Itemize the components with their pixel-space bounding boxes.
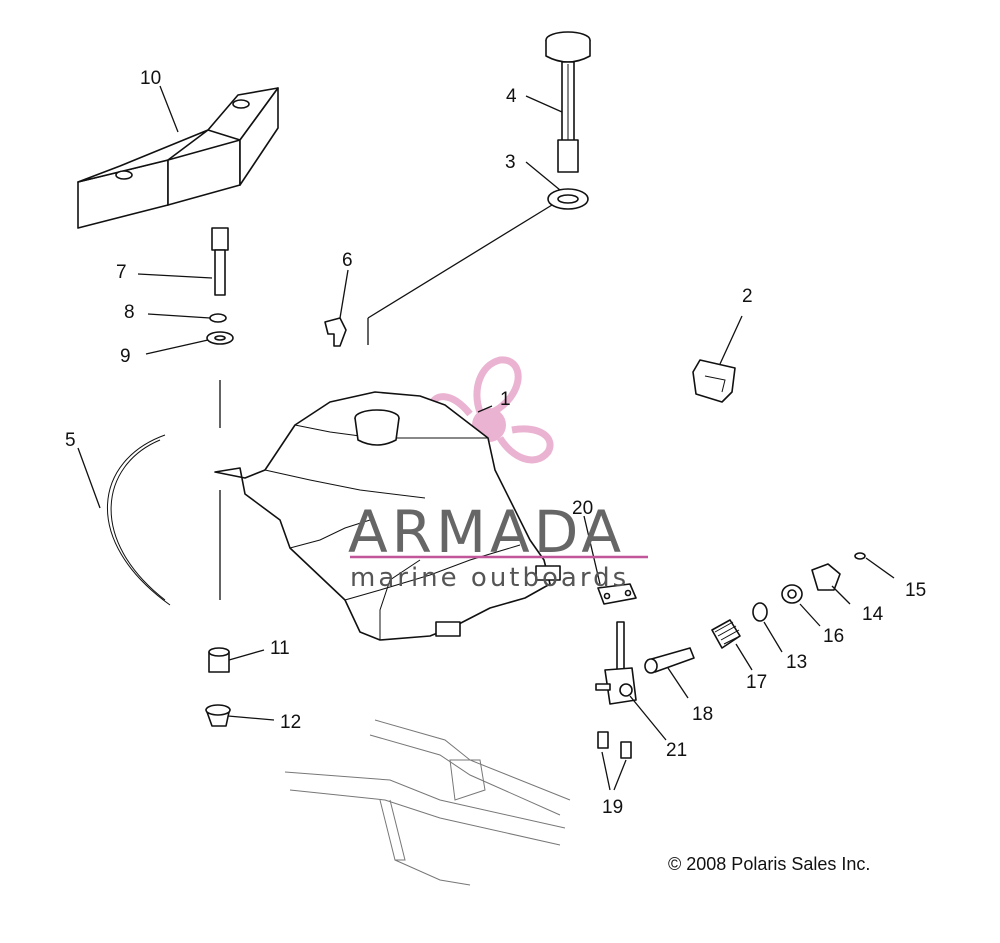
callout-12: 12 <box>280 712 301 733</box>
callout-7: 7 <box>116 262 127 283</box>
leader-lines <box>77 85 895 791</box>
callout-6: 6 <box>342 250 353 271</box>
copyright-notice: © 2008 Polaris Sales Inc. <box>668 854 870 874</box>
callout-18: 18 <box>692 704 713 725</box>
bushing-part <box>208 647 230 673</box>
watermark-brand: ARMADA <box>348 498 625 566</box>
callout-8: 8 <box>124 302 135 323</box>
callout-15: 15 <box>905 580 926 601</box>
mounting-screws-part <box>597 731 632 759</box>
callout-5: 5 <box>65 430 76 451</box>
bracket-block-part <box>77 87 279 229</box>
callout-3: 3 <box>505 152 516 173</box>
callout-14: 14 <box>862 604 884 625</box>
spring-part <box>711 619 741 649</box>
fuel-tank-part <box>214 391 561 641</box>
filler-cap-part <box>545 31 591 173</box>
callout-17: 17 <box>746 672 767 693</box>
callout-20: 20 <box>572 498 593 519</box>
o-ring-part <box>752 602 768 622</box>
bolt-part <box>211 227 229 296</box>
callout-13: 13 <box>786 652 807 673</box>
callout-10: 10 <box>140 68 161 89</box>
callout-9: 9 <box>120 346 131 367</box>
knob-part <box>811 563 841 591</box>
washer-part <box>206 313 234 345</box>
screw-part <box>854 552 866 560</box>
callout-4: 4 <box>506 86 517 107</box>
callout-16: 16 <box>823 626 844 647</box>
callout-11: 11 <box>270 638 290 659</box>
valve-lever-part <box>644 647 695 674</box>
callout-19: 19 <box>602 797 623 818</box>
fuel-valve-part <box>595 621 637 705</box>
grommet-part <box>205 704 231 727</box>
hose-part <box>106 434 171 606</box>
gasket-part <box>547 188 589 210</box>
vent-fitting-part <box>324 317 347 347</box>
callout-21: 21 <box>666 740 687 761</box>
callout-1: 1 <box>500 389 511 410</box>
seal-part <box>781 584 803 604</box>
callout-2: 2 <box>742 286 753 307</box>
watermark-tagline: marine outboards <box>350 563 629 593</box>
clip-part <box>692 359 736 403</box>
plate-part <box>597 583 637 605</box>
frame-phantom <box>284 719 571 886</box>
